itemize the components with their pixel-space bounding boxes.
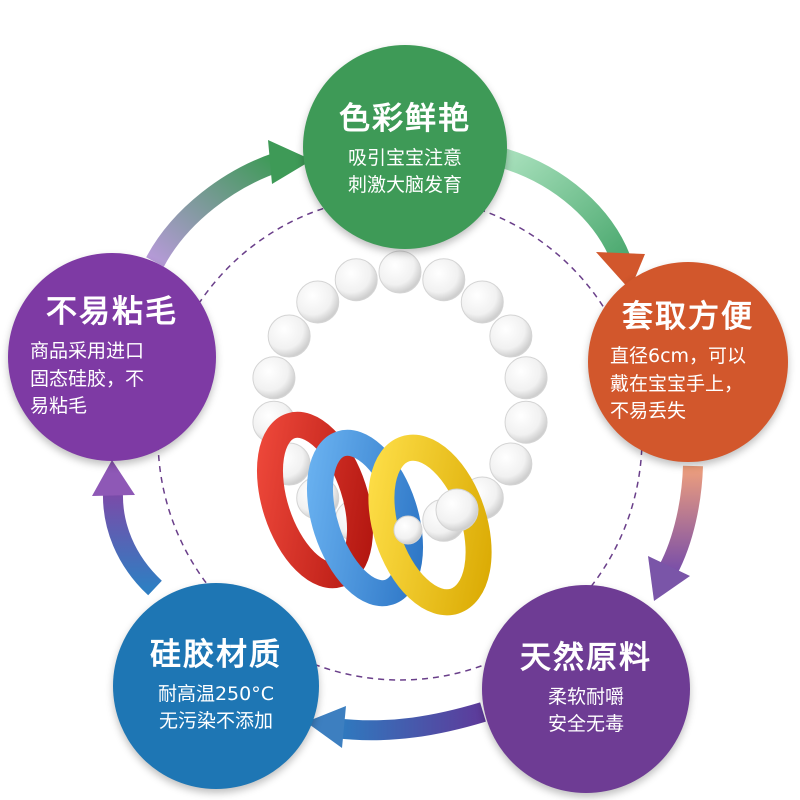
- feature-circle-right: 套取方便 直径6cm，可以 戴在宝宝手上， 不易丢失: [588, 262, 788, 462]
- bead: [504, 356, 548, 400]
- bead: [504, 400, 548, 444]
- feature-line: 柔软耐嚼: [547, 685, 624, 708]
- feature-circle-bottom-left: 硅胶材质 耐高温250°C 无污染不添加: [113, 583, 319, 789]
- arrow-top-to-right: [500, 148, 632, 266]
- feature-line: 刺激大脑发育: [347, 174, 462, 197]
- feature-line: 易粘毛: [30, 395, 88, 418]
- bead: [489, 442, 533, 486]
- feature-title: 天然原料: [520, 640, 652, 677]
- feature-line: 耐高温250°C: [157, 682, 275, 705]
- arrow-bl-to-left: [102, 491, 163, 596]
- arrow-left-to-top-head: [268, 140, 312, 184]
- feature-line: 无污染不添加: [158, 710, 273, 733]
- bead: [252, 356, 296, 400]
- arrow-br-to-bl: [333, 702, 486, 741]
- bead: [422, 258, 466, 302]
- bead: [378, 250, 422, 294]
- arrow-right-to-br-head: [648, 556, 690, 601]
- arrow-left-to-top: [146, 152, 282, 267]
- bead: [460, 280, 504, 324]
- feature-line: 戴在宝宝手上，: [610, 372, 744, 395]
- feature-circle-left: 不易粘毛 商品采用进口 固态硅胶，不 易粘毛: [8, 253, 216, 461]
- bead: [334, 258, 378, 302]
- feature-line: 固态硅胶，不: [30, 367, 145, 390]
- feature-title: 不易粘毛: [46, 294, 178, 331]
- feature-line: 安全无毒: [547, 713, 624, 736]
- bead: [267, 314, 311, 358]
- bead: [296, 280, 340, 324]
- bead: [435, 488, 479, 532]
- feature-line: 吸引宝宝注意: [347, 146, 462, 169]
- feature-line: 不易丢失: [610, 400, 687, 423]
- arrow-bl-to-left-head: [92, 460, 135, 496]
- bead: [489, 314, 533, 358]
- feature-line: 商品采用进口: [30, 340, 145, 363]
- feature-line: 直径6cm，可以: [610, 345, 747, 368]
- feature-title: 硅胶材质: [150, 637, 282, 674]
- cycle-arrows: [92, 140, 703, 748]
- feature-circle-top: 色彩鲜艳 吸引宝宝注意 刺激大脑发育: [303, 45, 507, 249]
- feature-title: 色彩鲜艳: [339, 101, 471, 138]
- bead: [393, 515, 423, 545]
- feature-circle-bottom-right: 天然原料 柔软耐嚼 安全无毒: [482, 585, 690, 793]
- arrow-br-to-bl-head: [306, 706, 346, 748]
- teether-product: [252, 250, 548, 616]
- blue-ring: [306, 429, 424, 607]
- arrow-right-to-br: [659, 465, 703, 575]
- feature-title: 套取方便: [622, 299, 754, 336]
